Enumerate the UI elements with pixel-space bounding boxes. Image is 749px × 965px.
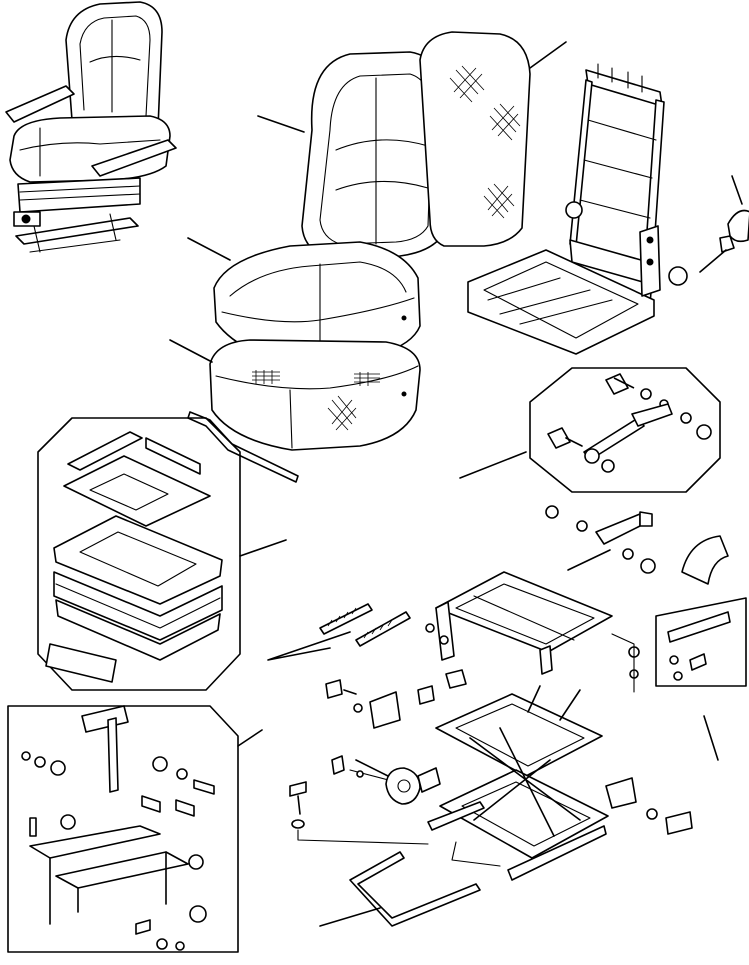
scissor-suspension (331, 685, 609, 859)
lower-linkage-kit (7, 705, 263, 953)
gas-spring-kit (459, 367, 721, 493)
upper-frame (425, 571, 640, 693)
backrest-cushion (257, 51, 449, 273)
seat-cushion (187, 237, 421, 363)
adjust-lever-knob (699, 175, 749, 273)
adjust-knob (355, 759, 441, 805)
slide-rails (427, 801, 607, 881)
hardware-bolts (325, 679, 435, 729)
small-parts-kit (655, 597, 747, 761)
seat-frame (467, 63, 688, 355)
suspension-bellows-kit (37, 417, 287, 691)
wire-rod (187, 411, 299, 483)
backrest-frame-cover (419, 31, 567, 247)
springs (267, 603, 411, 661)
seat-cushion-base (169, 339, 421, 451)
assembled-seat (5, 1, 177, 253)
slide-bracket-parts (545, 505, 656, 574)
end-cap (605, 777, 693, 835)
slide-handle-bar (319, 851, 481, 927)
band-label (681, 535, 729, 585)
bolt-washer (289, 781, 429, 845)
